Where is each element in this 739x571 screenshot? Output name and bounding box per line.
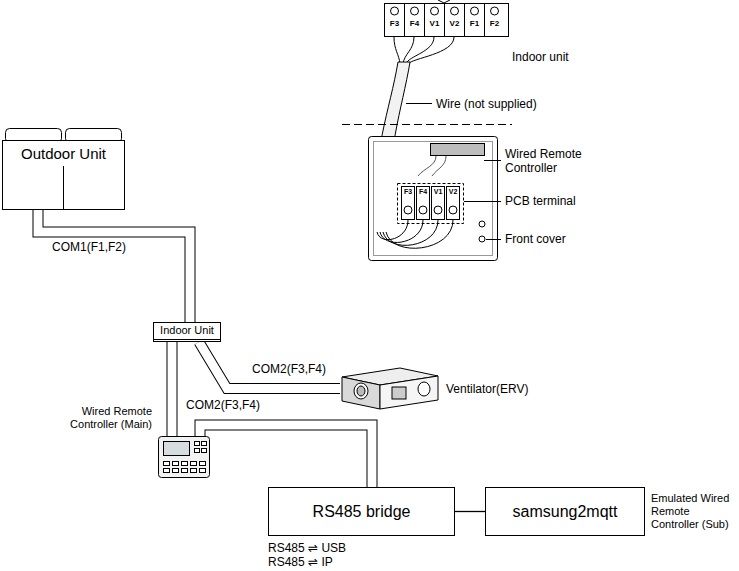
indoor-unit-box: Indoor Unit (153, 322, 221, 342)
role-note: Emulated Wired Remote Controller (Sub) (651, 492, 737, 532)
cable-core (199, 342, 340, 389)
cable-core (200, 425, 372, 487)
part-label: Wire (not supplied) (436, 97, 537, 111)
part-label: Wired Remote Controller (505, 147, 605, 176)
terminal-name: V2 (444, 20, 465, 28)
signal-wires (394, 37, 454, 64)
erv-outline (340, 365, 440, 412)
terminal-name: V2 (446, 188, 460, 195)
leader-line (406, 103, 432, 104)
edge-label: COM2(F3,F4) (184, 398, 262, 412)
pcb-terminal (398, 184, 464, 224)
node-label: RS485 bridge (313, 502, 411, 521)
node-label: Indoor Unit (160, 324, 214, 337)
leader-lines (464, 161, 501, 240)
cable-connector (172, 342, 173, 436)
remote-controller-back (369, 137, 498, 261)
top-wire (438, 0, 450, 3)
node-label: Ventilator(ERV) (446, 382, 528, 396)
remote-outline (158, 436, 210, 478)
terminal-block (385, 0, 509, 37)
terminal-name: F4 (404, 20, 425, 28)
cable-outline (167, 342, 178, 436)
node-label: Wired Remote Controller (Main) (56, 405, 152, 431)
edge-label: COM2(F3,F4) (250, 362, 328, 376)
terminal-name: F3 (384, 20, 405, 28)
cable-outline (199, 342, 340, 389)
ventilator-erv: Ventilator(ERV) (340, 365, 440, 412)
terminal-name: F3 (401, 188, 415, 195)
wired-remote-main: Wired Remote Controller (Main) (158, 436, 210, 478)
cable-connector (199, 342, 340, 389)
terminal-name: V1 (424, 20, 445, 28)
part-label: Front cover (505, 232, 566, 246)
pcb-wires (377, 220, 453, 248)
cable-outline (200, 425, 372, 487)
node-label: Outdoor Unit (2, 145, 125, 163)
edge-label: COM1(F1,F2) (50, 240, 128, 254)
terminal-name: F4 (416, 188, 430, 195)
cable-connector (200, 425, 372, 487)
part-label: Indoor unit (512, 50, 569, 64)
cable-connector (38, 210, 190, 322)
part-label: PCB terminal (505, 194, 576, 208)
rs485-bridge-box: RS485 bridge (268, 487, 455, 536)
outdoor-outline (2, 128, 125, 210)
terminal-housing (385, 4, 509, 37)
cable-outline (38, 210, 190, 322)
terminal-name: F2 (484, 20, 505, 28)
interface-note: RS485 ⇌ USB (268, 541, 346, 555)
cable-core (38, 210, 190, 322)
cut-line (342, 124, 512, 125)
connector-line (455, 511, 485, 512)
outdoor-unit: Outdoor Unit (2, 128, 125, 210)
interface-note: RS485 ⇌ IP (268, 555, 333, 569)
terminal-name: F1 (464, 20, 485, 28)
cable-core (168, 342, 177, 436)
samsung2mqtt-box: samsung2mqtt (485, 487, 645, 536)
line-connector (455, 511, 485, 512)
node-label: samsung2mqtt (513, 502, 618, 521)
terminal-name: V1 (431, 188, 445, 195)
